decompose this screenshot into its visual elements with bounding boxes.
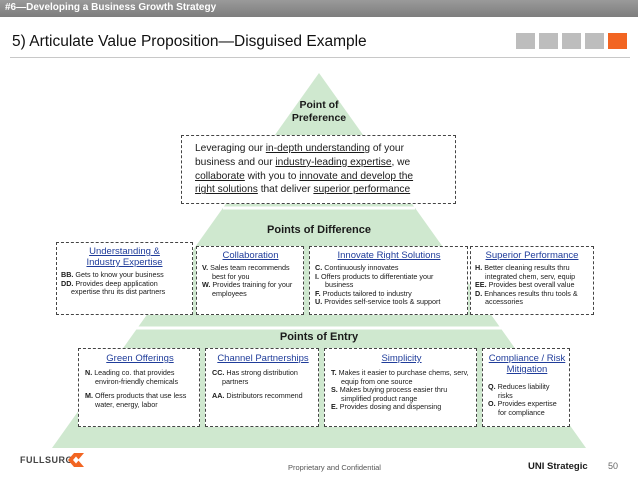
slide-title: 5) Articulate Value Proposition—Disguise… [12, 33, 367, 50]
list-item: Q. Reduces liability risks [488, 382, 550, 400]
list-item: T. Makes it easier to purchase chems, se… [331, 368, 469, 386]
list-item: M. Offers products that use less water, … [85, 391, 187, 409]
apex-label: Point of Preference [289, 99, 349, 125]
brand-label: UNI Strategic [528, 461, 588, 472]
list-item: DD. Provides deep application expertise … [61, 278, 166, 297]
fullsurge-logo-icon [68, 453, 84, 467]
poe-box-title: Compliance / Risk Mitigation [488, 353, 566, 375]
list-item: D. Enhances results thru tools & accesso… [475, 288, 578, 307]
fullsurge-logo: FULLSURGE [20, 455, 80, 465]
nav-square-4[interactable] [585, 33, 604, 49]
vp-innovate-develop: innovate and develop the [299, 170, 414, 182]
pod-box-title: Innovate Right Solutions [337, 250, 441, 261]
nav-square-1[interactable] [516, 33, 535, 49]
list-item: EE. Provides best overall value [475, 280, 575, 290]
apex-label-line1: Point of [299, 99, 339, 111]
list-item: H. Better cleaning results thru integrat… [475, 263, 576, 281]
vp-collaborate: collaborate [195, 170, 245, 182]
nav-square-3[interactable] [562, 33, 581, 49]
pod-box-collaboration: Collaboration V. Sales team recommends b… [196, 246, 304, 315]
pod-box-superior: Superior Performance H. Better cleaning … [470, 246, 594, 315]
section-label: #6—Developing a Business Growth Strategy [5, 2, 217, 13]
section-header-bar: #6—Developing a Business Growth Strategy [0, 0, 638, 17]
poe-box-green-offerings: Green Offerings N. Leading co. that prov… [78, 348, 200, 427]
poe-box-simplicity: Simplicity T. Makes it easier to purchas… [324, 348, 477, 427]
apex-label-line2: Preference [291, 112, 347, 124]
poe-box-channel-partnerships: Channel Partnerships CC. Has strong dist… [205, 348, 319, 427]
vp-superior-performance: superior performance [313, 184, 411, 196]
list-item: CC. Has strong distribution partners [212, 368, 298, 386]
list-item: I. Offers products to differentiate your… [315, 271, 434, 290]
pod-box-understanding: Understanding & Industry Expertise BB. G… [56, 242, 193, 315]
vp-right-solutions: right solutions [195, 184, 258, 196]
vp-in-depth-understanding: in-depth understanding [265, 143, 371, 154]
points-of-entry-title: Points of Entry [279, 331, 359, 343]
list-item: N. Leading co. that provides environ-fri… [85, 368, 179, 386]
list-item: S. Makes buying process easier thru simp… [331, 385, 448, 403]
list-item: O. Provides expertise for compliance [488, 399, 557, 417]
poe-box-title: Simplicity [381, 353, 422, 364]
vp-industry-leading-expertise: industry-leading expertise [275, 156, 392, 168]
poe-box-title: Green Offerings [106, 353, 174, 364]
pod-box-title: Superior Performance [485, 250, 579, 261]
nav-square-current[interactable] [608, 33, 627, 49]
list-item: C. Continuously innovates [315, 263, 399, 272]
title-divider [10, 57, 630, 58]
list-item: AA. Distributors recommend [212, 391, 303, 401]
page-number: 50 [608, 461, 619, 471]
pod-box-title: Understanding & Industry Expertise [86, 246, 163, 268]
value-proposition-box: Leveraging our in-depth understanding of… [181, 135, 456, 204]
points-of-difference-title: Points of Difference [267, 224, 371, 236]
confidential-notice: Proprietary and Confidential [288, 463, 381, 472]
list-item: BB. Gets to know your business [61, 270, 164, 279]
list-item: V. Sales team recommends best for you [202, 263, 290, 281]
nav-square-2[interactable] [539, 33, 558, 49]
list-item: E. Provides dosing and dispensing [331, 402, 442, 412]
poe-box-compliance: Compliance / Risk Mitigation Q. Reduces … [482, 348, 570, 427]
list-item: W. Provides training for your employees [202, 280, 293, 298]
pod-box-innovate: Innovate Right Solutions C. Continuously… [309, 246, 468, 315]
list-item: U. Provides self-service tools & support [315, 297, 441, 307]
poe-box-title: Channel Partnerships [217, 353, 309, 364]
list-item: F. Products tailored to industry [315, 288, 412, 298]
pod-box-title: Collaboration [222, 250, 279, 261]
